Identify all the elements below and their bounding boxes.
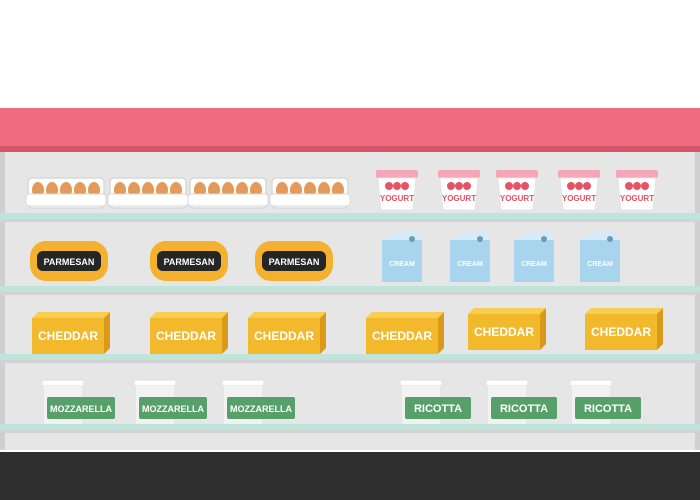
- ricotta-tubs: RICOTTA RICOTTA RICOTTA: [399, 379, 641, 424]
- strawberry-icon: [513, 182, 521, 190]
- parmesan-wheel: PARMESAN: [255, 241, 333, 281]
- strawberry-icon: [505, 182, 513, 190]
- parmesan-label: PARMESAN: [269, 257, 320, 267]
- shelf-glass: [0, 213, 700, 219]
- ricotta-label: RICOTTA: [584, 403, 632, 415]
- parmesan-label: PARMESAN: [44, 257, 95, 267]
- mozzarella-label: MOZZARELLA: [142, 404, 204, 414]
- shelf-glass: [0, 354, 700, 360]
- parmesan-wheel: PARMESAN: [150, 241, 228, 281]
- cream-carton: CREAM: [580, 232, 620, 282]
- strawberry-icon: [625, 182, 633, 190]
- yogurt-cups: YOGURT YOGURT YOGURT YOGURT YOGURT: [376, 170, 658, 211]
- cheddar-label: CHEDDAR: [372, 329, 432, 343]
- strawberry-icon: [385, 182, 393, 190]
- carton-cap-icon: [541, 236, 547, 242]
- strawberry-icon: [641, 182, 649, 190]
- ricotta-tub: RICOTTA: [485, 379, 557, 424]
- shelf-lines: [0, 213, 700, 433]
- strawberry-icon: [447, 182, 455, 190]
- ricotta-label: RICOTTA: [414, 403, 462, 415]
- strawberry-icon: [401, 182, 409, 190]
- strawberry-icon: [455, 182, 463, 190]
- egg-carton: [107, 177, 189, 209]
- cream-carton: CREAM: [514, 232, 554, 282]
- mozzarella-tub: MOZZARELLA: [133, 379, 207, 424]
- yogurt-cup: YOGURT: [376, 170, 418, 211]
- cream-label: CREAM: [457, 261, 483, 268]
- strawberry-icon: [463, 182, 471, 190]
- cream-label: CREAM: [587, 261, 613, 268]
- yogurt-cup: YOGURT: [438, 170, 480, 211]
- mozzarella-label: MOZZARELLA: [230, 404, 292, 414]
- strawberry-icon: [575, 182, 583, 190]
- cheddar-block: CHEDDAR: [468, 308, 546, 350]
- cheddar-blocks: CHEDDAR CHEDDAR CHEDDAR CHEDDAR CHEDDAR CHEDD…: [32, 308, 663, 354]
- carton-cap-icon: [477, 236, 483, 242]
- strawberry-icon: [633, 182, 641, 190]
- mozzarella-label: MOZZARELLA: [50, 404, 112, 414]
- shelf-edge: [0, 292, 700, 295]
- strawberry-icon: [393, 182, 401, 190]
- yogurt-label: YOGURT: [442, 194, 476, 203]
- egg-carton: [187, 177, 269, 209]
- parmesan-wheel: PARMESAN: [30, 241, 108, 281]
- yogurt-label: YOGURT: [620, 194, 654, 203]
- shelf-glass: [0, 286, 700, 292]
- cheddar-label: CHEDDAR: [591, 325, 651, 339]
- mozzarella-tubs: MOZZARELLA MOZZARELLA MOZZARELLA: [41, 379, 295, 424]
- yogurt-cup: YOGURT: [496, 170, 538, 211]
- shelf-glass: [0, 424, 700, 430]
- cooler-base: [0, 452, 700, 500]
- yogurt-cup: YOGURT: [558, 170, 600, 211]
- cooler-left-post: [0, 152, 5, 450]
- cheddar-block: CHEDDAR: [248, 312, 326, 354]
- ricotta-tub: RICOTTA: [569, 379, 641, 424]
- cheddar-label: CHEDDAR: [474, 325, 534, 339]
- strawberry-icon: [567, 182, 575, 190]
- yogurt-label: YOGURT: [562, 194, 596, 203]
- cheddar-block: CHEDDAR: [366, 312, 444, 354]
- cream-label: CREAM: [521, 261, 547, 268]
- parmesan-wheels: PARMESAN PARMESAN PARMESAN: [30, 241, 333, 281]
- cooler-right-post: [695, 152, 700, 450]
- mozzarella-tub: MOZZARELLA: [221, 379, 295, 424]
- yogurt-label: YOGURT: [380, 194, 414, 203]
- parmesan-label: PARMESAN: [164, 257, 215, 267]
- cheddar-label: CHEDDAR: [38, 329, 98, 343]
- shelf-edge: [0, 430, 700, 433]
- cheddar-label: CHEDDAR: [156, 329, 216, 343]
- egg-carton: [269, 177, 351, 209]
- shelf-edge: [0, 360, 700, 363]
- egg-cartons: [25, 177, 351, 209]
- egg-carton: [25, 177, 107, 209]
- cooler-header: [0, 108, 700, 151]
- cheddar-block: CHEDDAR: [150, 312, 228, 354]
- shelf-edge: [0, 219, 700, 222]
- yogurt-label: YOGURT: [500, 194, 534, 203]
- mozzarella-tub: MOZZARELLA: [41, 379, 115, 424]
- cooler-header-shadow: [0, 146, 700, 152]
- cream-cartons: CREAM CREAM CREAM CREAM: [382, 232, 620, 282]
- cheddar-label: CHEDDAR: [254, 329, 314, 343]
- strawberry-icon: [521, 182, 529, 190]
- carton-cap-icon: [409, 236, 415, 242]
- strawberry-icon: [583, 182, 591, 190]
- cheddar-block: CHEDDAR: [32, 312, 110, 354]
- cheddar-block: CHEDDAR: [585, 308, 663, 350]
- carton-cap-icon: [607, 236, 613, 242]
- ricotta-label: RICOTTA: [500, 403, 548, 415]
- ricotta-tub: RICOTTA: [399, 379, 471, 424]
- cream-carton: CREAM: [450, 232, 490, 282]
- cream-carton: CREAM: [382, 232, 422, 282]
- yogurt-cup: YOGURT: [616, 170, 658, 211]
- cream-label: CREAM: [389, 261, 415, 268]
